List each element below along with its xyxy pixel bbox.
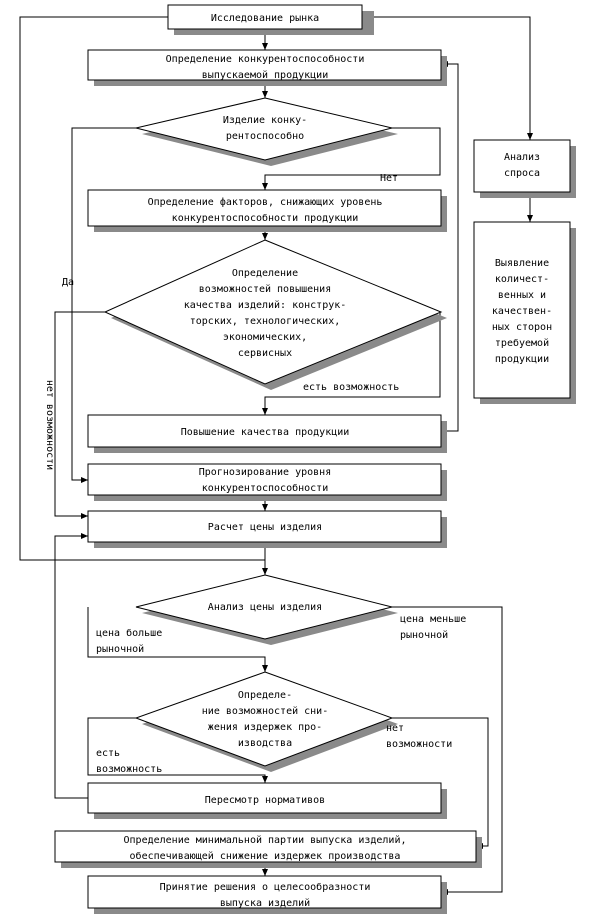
- price-calc-node: Расчет цены изделия: [87, 510, 447, 548]
- text-line: конкурентоспособности: [202, 482, 328, 494]
- text-line: качества изделий: конструк-: [184, 299, 347, 311]
- text-line: Повышение качества продукции: [181, 427, 350, 438]
- text-line: нет: [386, 723, 404, 734]
- factors-node: Определение факторов, снижающих уровень к…: [87, 189, 447, 232]
- connectors: [19, 16, 533, 895]
- label-cost-none: нет возможности: [386, 723, 452, 750]
- text-line: возможностей повышения: [199, 283, 331, 295]
- text-line: цена больше: [96, 627, 162, 639]
- price-analysis-label: Анализ цены изделия: [208, 602, 322, 613]
- text-line: обеспечивающей снижение издержек произво…: [130, 850, 401, 862]
- edge-no-possibility: [54, 311, 105, 519]
- text-line: цена меньше: [400, 614, 466, 625]
- possibilities-decision: Определение возможностей повышения качеств…: [103, 239, 447, 390]
- text-line: Определение конкурентоспособности: [166, 53, 365, 65]
- text-line: Определение минимальной партии выпуска и…: [124, 834, 407, 846]
- demand-sides-node: Выявление количест-венных и качествен-ных …: [473, 221, 576, 404]
- text-line: рыночной: [400, 629, 448, 641]
- text-line: венных и: [498, 290, 546, 301]
- text-line: сервисных: [238, 348, 292, 359]
- quality-up-label: Повышение качества продукции: [181, 427, 350, 438]
- edge-cost-has: [87, 717, 268, 783]
- text-line: качествен-: [492, 306, 552, 317]
- text-line: Определение факторов, снижающих уровень: [148, 196, 383, 208]
- possibilities-label: Определение возможностей повышения качеств…: [184, 268, 347, 359]
- edge-cost-none: [392, 717, 489, 849]
- text-line: есть возможность: [303, 382, 399, 393]
- text-line: требуемой: [495, 337, 549, 349]
- market-research-node: Исследование рынка: [167, 4, 374, 35]
- norms-review-node: Пересмотр нормативов: [87, 782, 447, 819]
- text-line: есть: [96, 748, 120, 759]
- market-research-label: Исследование рынка: [211, 13, 319, 24]
- text-line: изводства: [238, 738, 292, 749]
- forecast-node: Прогнозирование уровня конкурентоспособно…: [87, 463, 447, 501]
- label-cost-has: есть возможность: [96, 748, 162, 775]
- edge-diamond-yes: [71, 127, 136, 483]
- label-yes: Да: [62, 277, 74, 288]
- text-line: рыночной: [96, 643, 144, 655]
- edge-norms-feedback: [54, 533, 88, 799]
- text-line: возможность: [96, 764, 162, 775]
- text-line: экономических,: [223, 332, 307, 343]
- norms-review-label: Пересмотр нормативов: [205, 795, 325, 806]
- price-analysis-decision: Анализ цены изделия: [135, 574, 398, 645]
- text-line: ных сторон: [492, 322, 552, 333]
- competitiveness-label: Определение конкурентоспособности выпуска…: [166, 53, 365, 81]
- min-batch-node: Определение минимальной партии выпуска и…: [54, 830, 482, 868]
- text-line: количест-: [495, 274, 549, 285]
- edge-price-lower: [392, 606, 503, 895]
- label-price-higher: цена больше рыночной: [96, 627, 162, 655]
- edge-quality-feedback: [441, 61, 459, 432]
- min-batch-label: Определение минимальной партии выпуска и…: [124, 834, 407, 862]
- edge-price-higher: [87, 607, 268, 672]
- demand-node: Анализ спроса: [473, 139, 576, 198]
- text-line: выпуска изделий: [220, 897, 310, 909]
- text-line: выпускаемой продукции: [202, 69, 328, 81]
- label-price-lower: цена меньше рыночной: [400, 614, 466, 641]
- text-line: Определе-: [238, 690, 292, 701]
- demand-label: Анализ спроса: [504, 152, 540, 179]
- text-line: конкурентоспособности продукции: [172, 212, 359, 224]
- competitiveness-node: Определение конкурентоспособности выпуска…: [87, 49, 447, 86]
- text-line: ние возможностей сни-: [202, 705, 328, 717]
- text-line: Выявление: [495, 258, 549, 269]
- text-line: рентоспособно: [226, 130, 304, 142]
- text-line: Определение: [232, 268, 298, 279]
- label-no: Нет: [380, 173, 398, 184]
- text-line: возможности: [386, 739, 452, 750]
- edge-has-possibility: [262, 312, 441, 415]
- cost-reduction-decision: Определе-ние возможностей сни-жения изде…: [134, 671, 398, 772]
- label-has-possibility: есть возможность: [303, 382, 399, 393]
- is-competitive-decision: Изделие конку-рентоспособно: [135, 97, 398, 166]
- text-line: Нет: [380, 173, 398, 184]
- is-competitive-label: Изделие конку-рентоспособно: [223, 115, 307, 142]
- label-no-possibility-vertical: нет возможности: [44, 380, 55, 470]
- decision-label: Принятие решения о целесообразности выпус…: [160, 881, 371, 909]
- price-calc-label: Расчет цены изделия: [208, 522, 322, 533]
- edge-market-to-demand: [362, 16, 533, 140]
- factors-label: Определение факторов, снижающих уровень к…: [148, 196, 383, 224]
- quality-up-node: Повышение качества продукции: [87, 414, 447, 453]
- text-line: торских, технологических,: [190, 316, 341, 327]
- cost-reduction-label: Определе-ние возможностей сни-жения изде…: [202, 690, 328, 749]
- text-line: Да: [62, 277, 74, 288]
- text-line: Расчет цены изделия: [208, 522, 322, 533]
- text-line: спроса: [504, 168, 540, 179]
- text-line: жения издержек про-: [208, 722, 322, 733]
- forecast-label: Прогнозирование уровня конкурентоспособно…: [199, 467, 331, 494]
- decision-node: Принятие решения о целесообразности выпус…: [87, 875, 447, 914]
- text-line: Анализ цены изделия: [208, 602, 322, 613]
- text-line: Изделие конку-: [223, 115, 307, 126]
- text-line: Прогнозирование уровня: [199, 467, 331, 478]
- text-line: Анализ: [504, 152, 540, 163]
- demand-sides-label: Выявление количест-венных и качествен-ных …: [492, 258, 552, 365]
- text-line: Пересмотр нормативов: [205, 795, 325, 806]
- text-line: Исследование рынка: [211, 13, 319, 24]
- text-line: продукции: [495, 354, 549, 365]
- text-line: Принятие решения о целесообразности: [160, 881, 371, 893]
- edge-diamond-no: [262, 127, 441, 190]
- edge-market-to-price-left: [19, 16, 268, 575]
